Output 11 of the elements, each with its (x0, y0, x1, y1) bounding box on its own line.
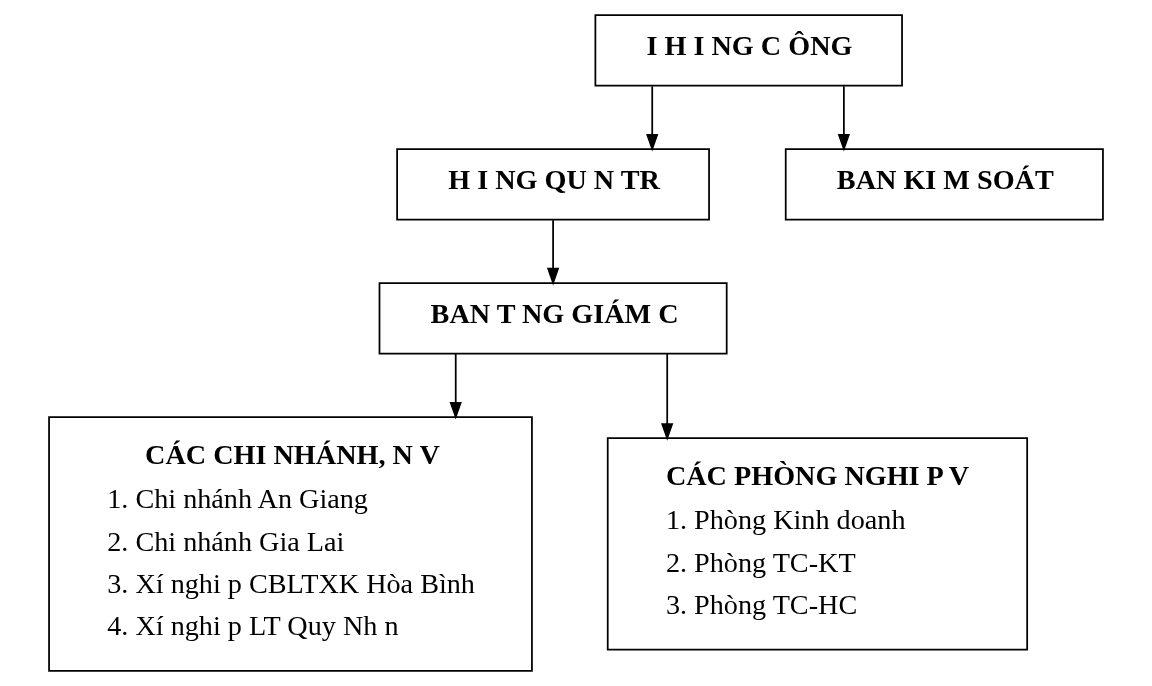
node-box: CÁC CHI NHÁNH, N V 1. Chi nhánh An Giang 2. Chi nhánh Gia Lai 3. Xí nghi p CBLTXK Hòa Bình 4. Xí nghi p LT Quy Nh n (48, 416, 533, 672)
node-box: H I NG QU N TR (396, 148, 710, 221)
arrow (546, 219, 560, 286)
arrow (837, 85, 851, 152)
node-box: CÁC PHÒNG NGHI P V 1. Phòng Kinh doanh 2. Phòng TC-KT 3. Phòng TC-HC (606, 437, 1029, 651)
arrow (646, 85, 659, 152)
arrow (661, 353, 674, 441)
node-box: I H I NG C ÔNG (594, 14, 903, 87)
node-box: BAN KI M SOÁT (784, 148, 1104, 221)
arrow (449, 353, 462, 420)
node-box: BAN T NG GIÁM C (378, 282, 728, 355)
